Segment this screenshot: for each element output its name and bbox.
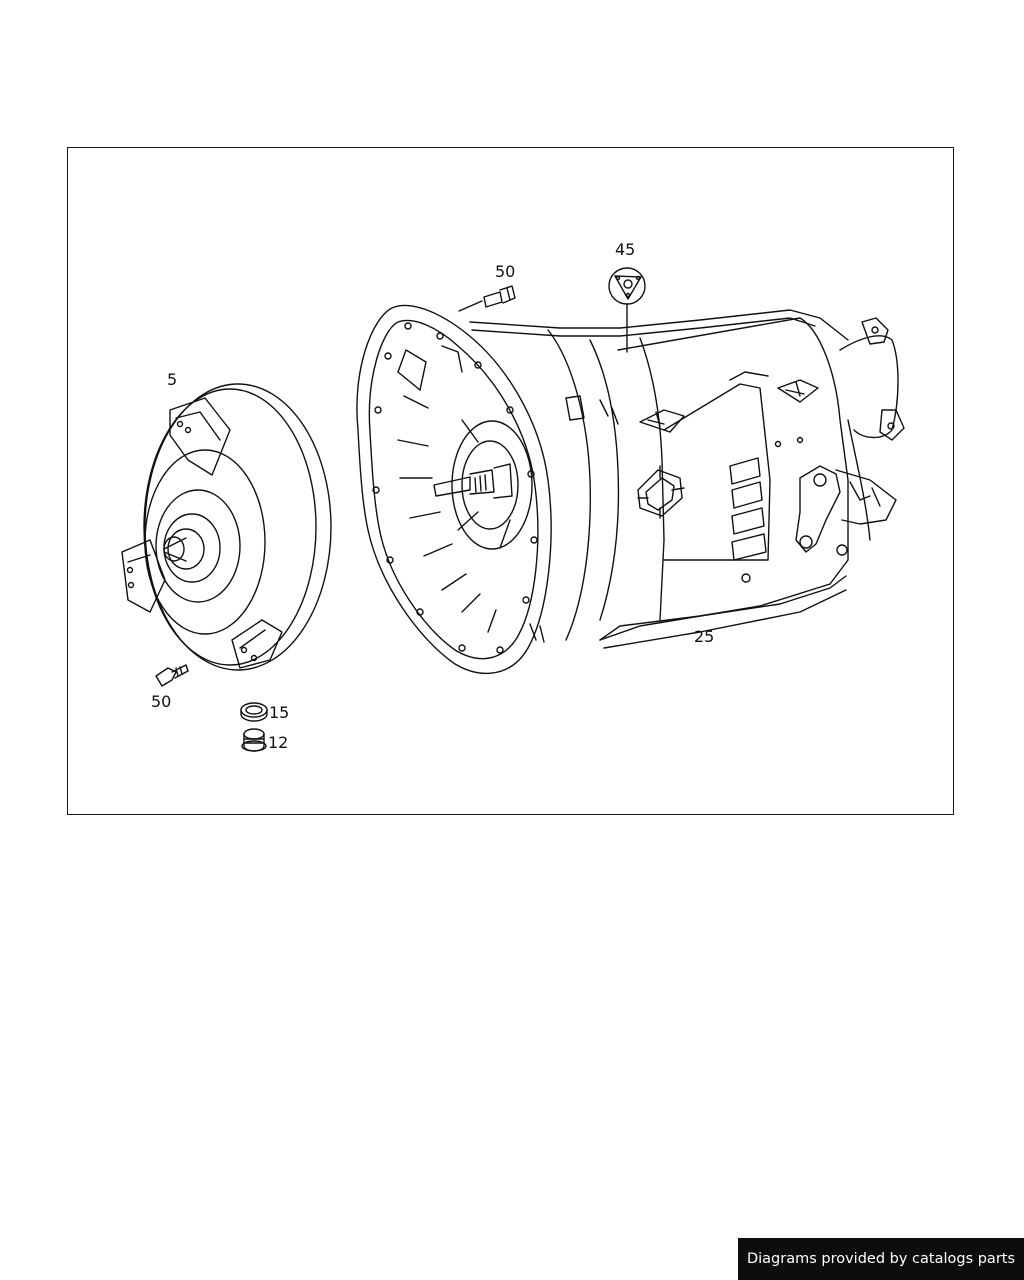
converter-bolt[interactable]	[155, 664, 189, 687]
footer-credit-text: Diagrams provided by catalogs parts	[746, 1251, 1016, 1267]
housing-bolt[interactable]	[458, 285, 516, 312]
callout-plug: 12	[268, 733, 288, 752]
callout-converter: 5	[167, 370, 177, 389]
seal-ring[interactable]	[240, 702, 268, 722]
footer-credit-badge: Diagrams provided by catalogs parts	[738, 1238, 1024, 1280]
symbol-45-mark	[608, 267, 646, 353]
callout-seal-ring: 15	[269, 703, 289, 722]
transmission-assembly[interactable]	[356, 304, 905, 675]
callout-housing-bolt: 50	[495, 262, 515, 281]
plug[interactable]	[241, 728, 267, 752]
torque-converter[interactable]	[121, 383, 332, 671]
callout-converter-bolt: 50	[151, 692, 171, 711]
callout-symbol: 45	[615, 240, 635, 259]
callout-transmission: 25	[694, 627, 714, 646]
